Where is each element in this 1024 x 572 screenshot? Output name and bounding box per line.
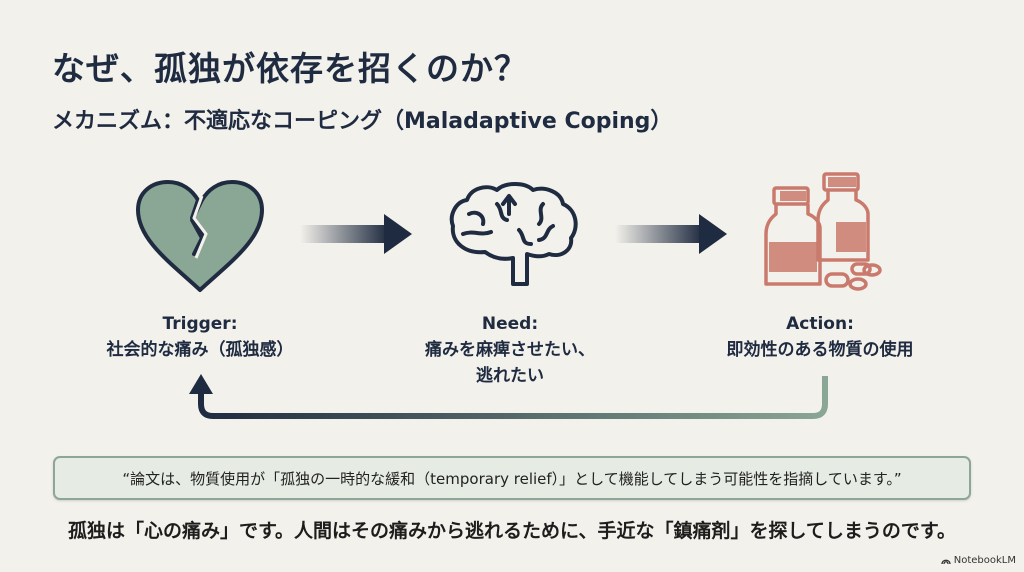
brand-label: NotebookLM	[953, 555, 1016, 566]
right-arrow-icon	[615, 214, 727, 254]
step-heading: Action:	[786, 314, 854, 334]
page-subtitle: メカニズム：不適応なコーピング（Maladaptive Coping）	[52, 109, 673, 134]
step-trigger: Trigger: 社会的な痛み（孤独感）	[70, 311, 330, 363]
brand-watermark: NotebookLM	[941, 555, 1016, 566]
quote-text: “論文は、物質使用が「孤独の一時的な緩和（temporary relief）」と…	[122, 469, 902, 488]
step-need: Need: 痛みを麻痺させたい、 逃れたい	[380, 311, 640, 389]
summary-text: 孤独は「心の痛み」です。人間はその痛みから逃れるために、手近な「鎮痛剤」を探して…	[67, 520, 957, 542]
step-heading: Trigger:	[162, 314, 238, 334]
step-text: 即効性のある物質の使用	[726, 340, 914, 360]
right-arrow-icon	[300, 214, 412, 254]
notebooklm-logo-icon	[941, 559, 951, 565]
page-title: なぜ、孤独が依存を招くのか？	[52, 49, 528, 88]
step-text: 痛みを麻痺させたい、	[425, 340, 595, 360]
broken-heart-icon	[136, 180, 264, 292]
medicine-bottles-icon	[764, 172, 882, 291]
step-action: Action: 即効性のある物質の使用	[690, 311, 950, 363]
feedback-loop-arrow-icon	[189, 374, 828, 419]
step-heading: Need:	[481, 314, 539, 334]
quote-box: “論文は、物質使用が「孤独の一時的な緩和（temporary relief）」と…	[53, 456, 971, 500]
step-text: 社会的な痛み（孤独感）	[106, 340, 294, 360]
brain-icon	[449, 182, 578, 286]
step-text-line2: 逃れたい	[476, 366, 544, 386]
